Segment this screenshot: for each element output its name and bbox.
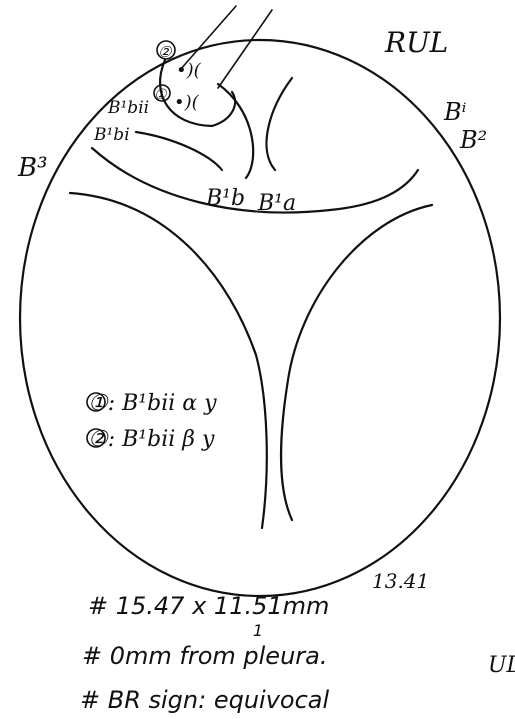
upper-bronchus-outline [92,148,418,212]
airway-circle [20,40,500,596]
branch-label-b1a: B¹a [257,191,296,216]
marker-x-two: •)( [176,60,202,81]
right-branch-upper [281,205,432,520]
catheter-line-2 [218,10,272,88]
b1b-wall-right [267,78,292,170]
corner-label-rul: RUL [384,26,448,59]
marker-one: ① [154,87,168,103]
branch-label-b1b-i: B¹bi [93,125,130,145]
page-number: 1 [253,621,263,640]
note-size: # 15.47 x 11.51mm [88,592,329,620]
marker-x-one: •)( [174,92,200,113]
branch-label-b1b-ii: B¹bii [107,98,149,118]
b1b-i-wall [136,132,222,170]
segment-label-b3: B³ [17,153,48,183]
legend-item-1: ①: B¹bii α y [88,391,217,416]
edge-scribble: UD [488,653,515,678]
note-pleura: # 0mm from pleura. [82,642,327,670]
side-number: 13.41 [372,569,429,593]
marker-two: ② [158,43,173,61]
note-br-sign: # BR sign: equivocal [80,686,330,714]
segment-label-b1: Bⁱ [443,98,467,126]
left-branch-upper [70,193,267,528]
legend-item-2: ②: B¹bii β y [88,427,215,452]
segment-label-b2: B² [459,126,487,154]
branch-label-b1b: B¹b [205,186,245,211]
